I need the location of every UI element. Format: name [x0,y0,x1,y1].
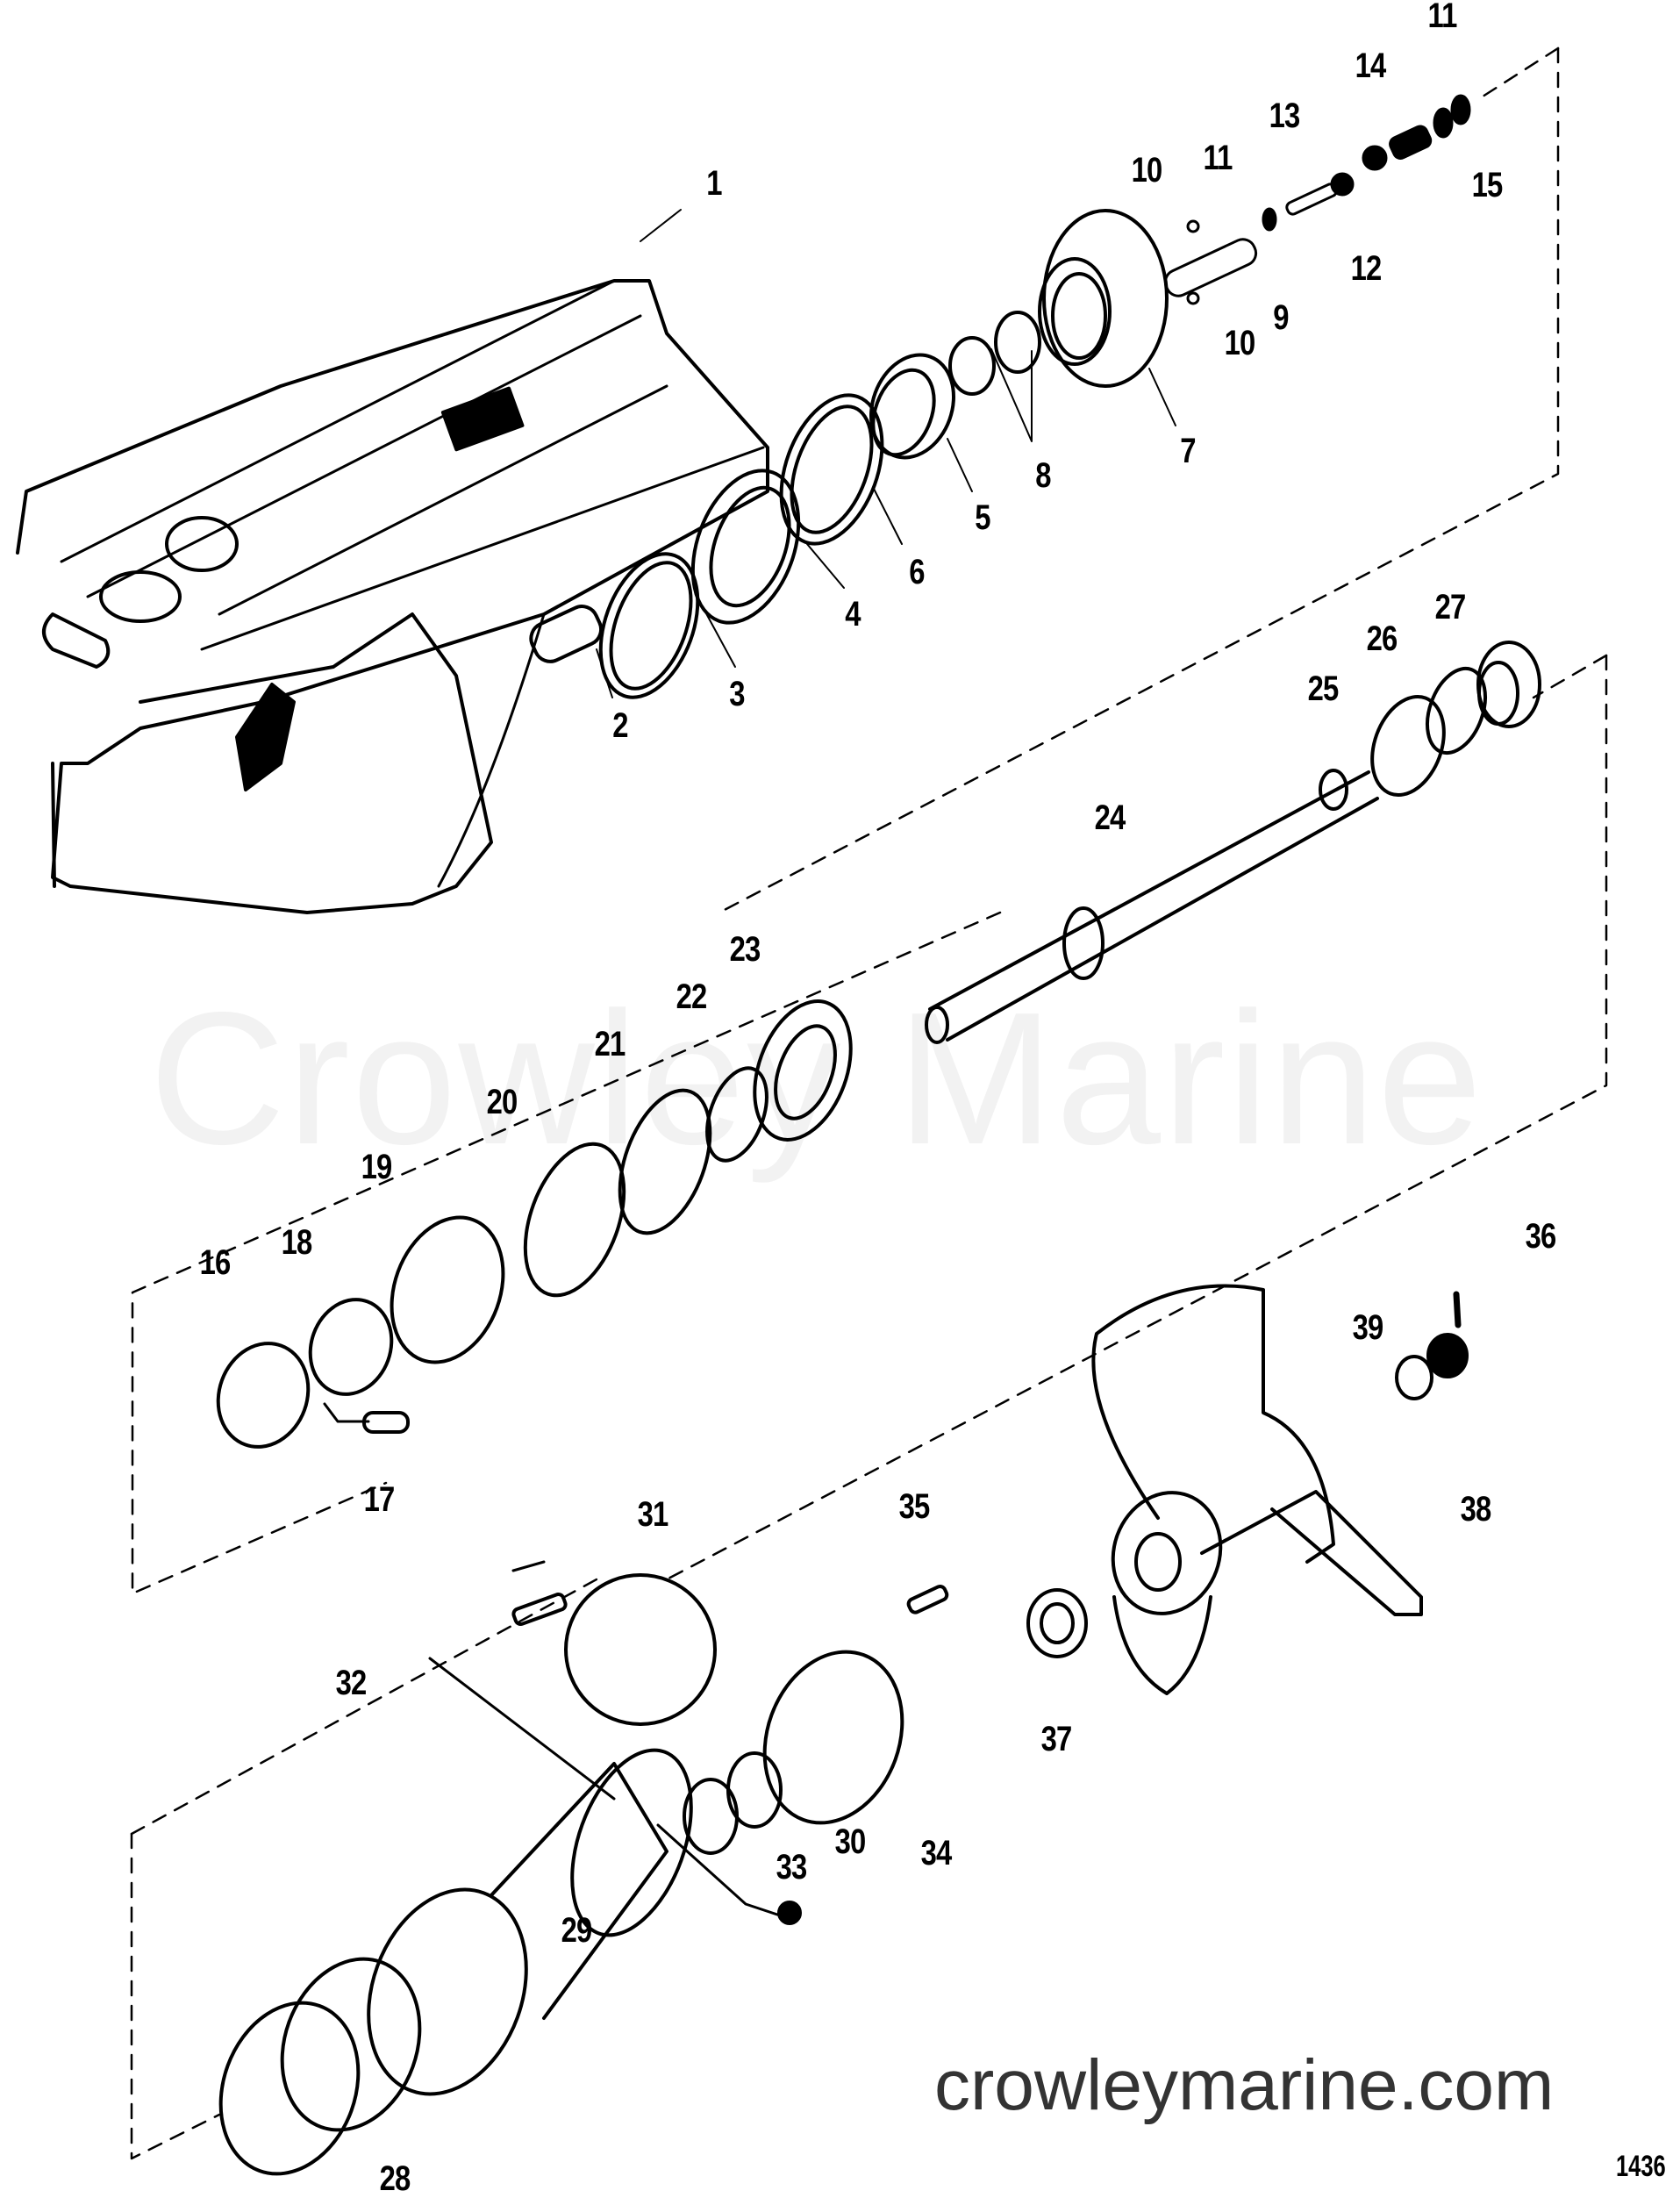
callout-31: 31 [637,1495,669,1534]
callout-29: 29 [561,1911,593,1950]
callout-32: 32 [335,1664,368,1702]
callout-10b: 10 [1224,324,1256,362]
callout-13: 13 [1269,97,1301,135]
figure-number: 1436 [1616,2150,1666,2183]
callout-34: 34 [920,1834,953,1872]
callout-24: 24 [1094,798,1126,837]
gear-housing-part [16,279,769,914]
bearing-carrier-group [218,1560,949,2176]
callout-11b: 11 [1427,0,1457,35]
callout-12: 12 [1350,249,1383,288]
shift-parts-upper-row [529,209,1169,699]
callout-2: 2 [612,706,628,745]
callout-1: 1 [706,164,722,203]
callout-25: 25 [1307,669,1340,708]
callout-33: 33 [776,1848,808,1887]
callout-38: 38 [1460,1490,1492,1529]
group-boundary-lines [130,47,1608,2160]
callout-17: 17 [363,1480,396,1519]
callout-15: 15 [1471,166,1504,204]
callout-18: 18 [281,1223,313,1262]
callout-16: 16 [199,1243,232,1282]
shift-parts-small [1163,94,1471,305]
callout-28: 28 [379,2159,411,2198]
callout-9: 9 [1273,298,1289,337]
callout-37: 37 [1040,1720,1073,1758]
callout-10a: 10 [1131,151,1163,190]
callout-35: 35 [898,1487,931,1526]
leader-lines [596,209,1176,698]
forward-gear-group [216,999,853,1449]
propeller-part [1026,1284,1469,1695]
callout-26: 26 [1366,619,1398,658]
callout-4: 4 [845,595,861,634]
callout-7: 7 [1180,432,1196,470]
callout-20: 20 [486,1083,518,1121]
callout-11a: 11 [1203,139,1233,177]
propeller-shaft-part [925,641,1541,1044]
callout-27: 27 [1434,588,1467,626]
site-url-label: crowleymarine.com [934,2045,1555,2125]
callout-8: 8 [1035,456,1051,495]
callout-39: 39 [1352,1308,1384,1347]
callout-23: 23 [729,930,761,969]
callout-21: 21 [594,1025,626,1063]
callout-5: 5 [975,498,990,537]
callout-36: 36 [1525,1217,1557,1256]
callout-3: 3 [729,675,745,713]
callout-19: 19 [361,1148,393,1186]
watermark-text: Crowley Marine [149,972,1484,1184]
callout-6: 6 [909,553,925,591]
callout-30: 30 [834,1822,867,1861]
callout-22: 22 [676,977,708,1016]
callout-14: 14 [1355,47,1387,85]
